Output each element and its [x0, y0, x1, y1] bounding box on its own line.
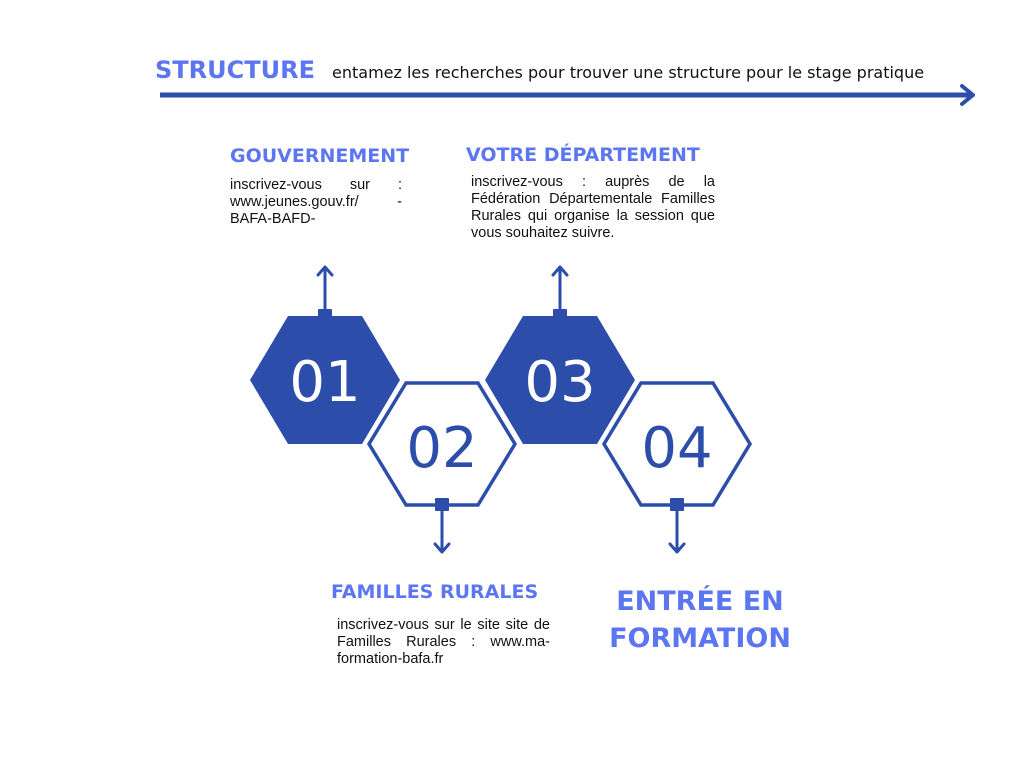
step-02-description: inscrivez-vous sur le site site de Famil…	[337, 617, 550, 667]
step-03-heading: VOTRE DÉPARTEMENT	[466, 144, 700, 166]
step-number-01: 01	[289, 350, 360, 415]
arrow-down-icon	[433, 498, 451, 554]
hexagon-step-02: 02	[366, 381, 518, 507]
step-number-02: 02	[406, 416, 477, 481]
hexagon-step-03: 03	[485, 316, 635, 444]
step-number-04: 04	[641, 416, 712, 481]
step-01-description: inscrivez-vous sur : www.jeunes.gouv.fr/…	[230, 177, 402, 227]
step-04-heading: ENTRÉE EN FORMATION	[609, 586, 791, 654]
arrow-down-icon	[668, 498, 686, 554]
arrow-up-icon	[316, 265, 334, 318]
page-title: STRUCTURE	[155, 56, 315, 84]
arrow-up-icon	[551, 265, 569, 318]
timeline-arrow	[160, 84, 975, 106]
page-subtitle: entamez les recherches pour trouver une …	[332, 63, 925, 82]
step-01-heading: GOUVERNEMENT	[230, 145, 410, 167]
hexagon-step-04: 04	[601, 381, 753, 507]
step-03-description: inscrivez-vous : auprès de la Fédération…	[471, 174, 715, 241]
step-02-heading: FAMILLES RURALES	[331, 581, 539, 603]
step-number-03: 03	[524, 350, 595, 415]
hexagon-step-01: 01	[250, 316, 400, 444]
